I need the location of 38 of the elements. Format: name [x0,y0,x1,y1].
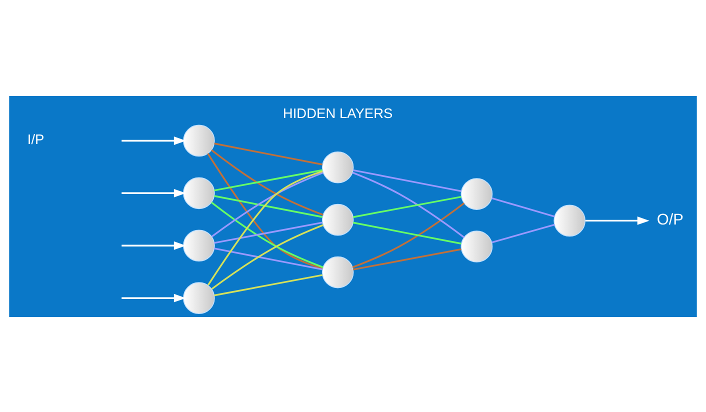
node-circle [183,282,215,314]
node-circle [460,178,493,210]
connector [214,194,322,218]
node-circle [322,203,354,236]
arrow [585,216,650,224]
node-circle [183,229,215,262]
connector [207,170,323,286]
connector [214,274,322,296]
connector [492,223,555,243]
node-text: O/P [656,210,684,228]
connector [352,195,462,218]
node-circle [183,124,215,156]
connector [352,168,462,192]
arrow [122,136,186,144]
node-circle [460,230,493,262]
connector [214,221,322,244]
connector [214,142,322,165]
node-circle [183,176,215,209]
connector [352,202,465,268]
connector [214,168,322,191]
label: I/P [27,131,44,146]
connector [352,171,465,238]
connector [492,196,555,217]
connector [211,171,324,237]
label: HIDDEN LAYERS [282,106,393,121]
connector [352,248,462,270]
node-circle [322,256,354,288]
connector [207,152,323,269]
connector [210,201,324,268]
connector [214,247,322,270]
arrow [122,188,186,197]
connector [210,148,324,216]
arrow [122,240,186,250]
connector [352,221,462,244]
node-circle [554,204,586,236]
node-circle [322,150,354,183]
connector [211,224,324,290]
arrow [122,293,186,302]
